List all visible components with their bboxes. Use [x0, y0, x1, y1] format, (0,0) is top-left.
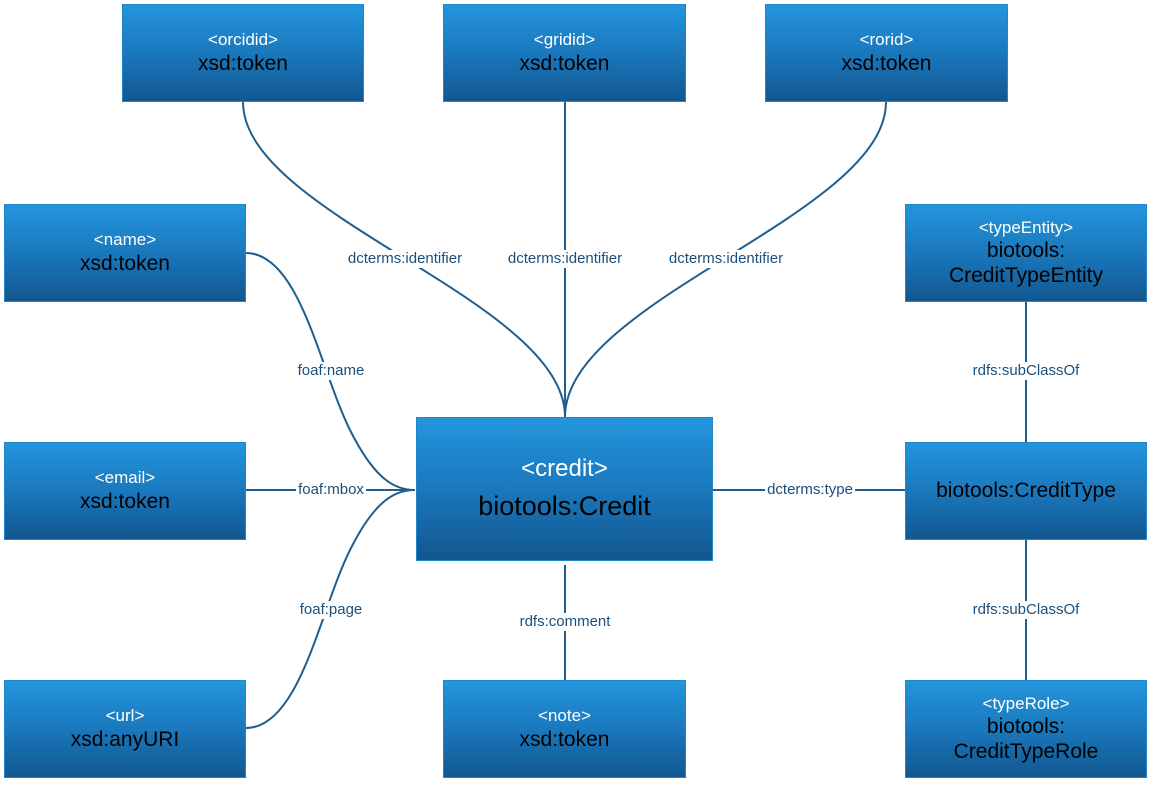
node-note-type: xsd:token — [519, 727, 610, 751]
edge-label-rorid: dcterms:identifier — [666, 250, 786, 268]
edge-label-orcidid: dcterms:identifier — [345, 250, 465, 268]
edge-label-entity-subclass: rdfs:subClassOf — [970, 362, 1082, 380]
node-typeEntity-tag: <typeEntity> — [978, 217, 1074, 237]
node-gridid-type: xsd:token — [519, 51, 610, 75]
node-note-tag: <note> — [538, 706, 591, 726]
node-gridid: <gridid> xsd:token — [443, 4, 686, 102]
node-typeRole-type-line1: biotools: — [986, 715, 1066, 738]
node-creditType-type: biotools:CreditType — [936, 479, 1116, 503]
node-typeEntity-type-line2: CreditTypeEntity — [948, 264, 1104, 288]
edge-label-note: rdfs:comment — [517, 613, 613, 631]
node-typeEntity-type-line1: biotools: — [986, 239, 1066, 262]
node-credit-type: biotools:Credit — [478, 491, 651, 522]
node-rorid-tag: <rorid> — [859, 30, 914, 50]
node-name-tag: <name> — [93, 230, 157, 250]
node-url: <url> xsd:anyURI — [4, 680, 246, 778]
node-gridid-tag: <gridid> — [533, 30, 596, 50]
node-typeRole-tag: <typeRole> — [982, 693, 1070, 713]
node-rorid: <rorid> xsd:token — [765, 4, 1008, 102]
edge-label-role-subclass: rdfs:subClassOf — [970, 601, 1082, 619]
node-name: <name> xsd:token — [4, 204, 246, 302]
node-url-type: xsd:anyURI — [70, 727, 180, 751]
node-typeRole: <typeRole> biotools: CreditTypeRole — [905, 680, 1147, 778]
node-typeRole-type-line2: CreditTypeRole — [953, 740, 1099, 764]
node-orcidid: <orcidid> xsd:token — [122, 4, 364, 102]
node-credit-tag: <credit> — [521, 455, 608, 483]
edge-label-name: foaf:name — [295, 362, 367, 380]
edge-label-email: foaf:mbox — [296, 481, 366, 499]
node-rorid-type: xsd:token — [841, 51, 932, 75]
node-url-tag: <url> — [105, 706, 145, 726]
edge-label-type: dcterms:type — [765, 481, 855, 499]
node-email: <email> xsd:token — [4, 442, 246, 540]
node-creditType: biotools:CreditType — [905, 442, 1147, 540]
node-name-type: xsd:token — [80, 251, 170, 275]
edge-label-url: foaf:page — [297, 601, 365, 619]
node-orcidid-type: xsd:token — [198, 51, 288, 75]
node-typeEntity: <typeEntity> biotools: CreditTypeEntity — [905, 204, 1147, 302]
node-email-tag: <email> — [94, 468, 156, 488]
node-credit: <credit> biotools:Credit — [416, 417, 713, 561]
edge-name — [245, 252, 416, 491]
edge-label-gridid: dcterms:identifier — [505, 250, 625, 268]
node-note: <note> xsd:token — [443, 680, 686, 778]
node-email-type: xsd:token — [80, 489, 170, 513]
node-orcidid-tag: <orcidid> — [208, 30, 278, 50]
edge-url — [245, 489, 416, 729]
